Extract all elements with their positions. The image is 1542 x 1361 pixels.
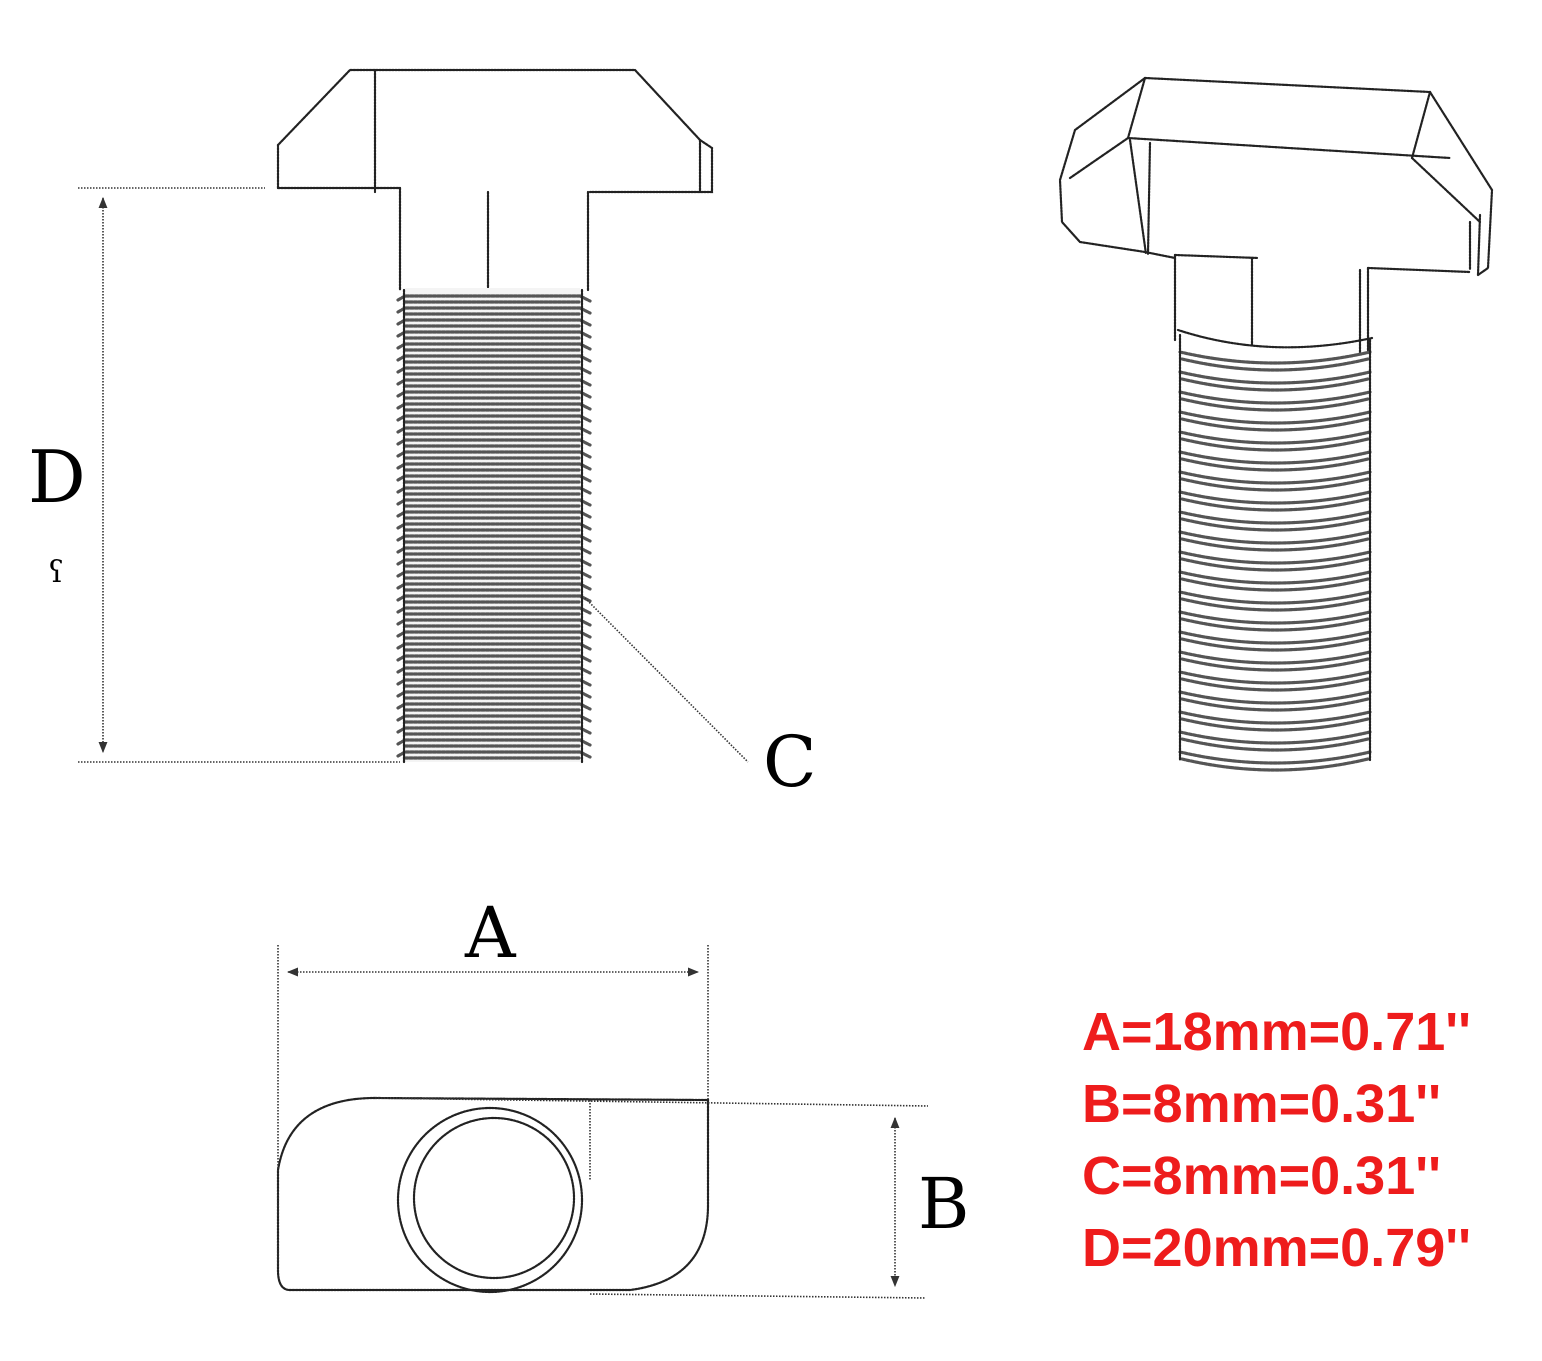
bolt-neck-side [398,186,590,292]
spec-c: C=8mm=0.31'' [1082,1146,1441,1206]
t-nut-outline [276,1096,929,1294]
bolt-head-side [276,68,714,194]
thread-perspective [1178,333,1372,772]
dimension-c: C [584,597,817,803]
perspective-view [1058,76,1494,772]
spec-a: A=18mm=0.71'' [1082,1002,1471,1062]
dimension-d-label: D [28,435,86,519]
dimension-d: D ʕ [28,187,400,763]
dimension-a-label: A [464,892,517,974]
dimension-b-label: B [918,1163,969,1245]
spec-list: A=18mm=0.71'' B=8mm=0.31'' C=8mm=0.31'' … [1082,996,1537,1284]
top-view: A B [276,892,969,1299]
dimension-a: A [277,892,709,1270]
bolt-head-perspective [1058,76,1494,277]
bolt-neck-perspective [1173,253,1374,354]
svg-text:ʕ: ʕ [48,555,64,590]
dimension-c-label: C [763,721,817,803]
side-view: D ʕ C [28,68,817,803]
spec-d: D=20mm=0.79'' [1082,1218,1471,1278]
dimension-b: B [589,1116,969,1299]
thread-side [396,288,592,764]
spec-b: B=8mm=0.31'' [1082,1074,1441,1134]
